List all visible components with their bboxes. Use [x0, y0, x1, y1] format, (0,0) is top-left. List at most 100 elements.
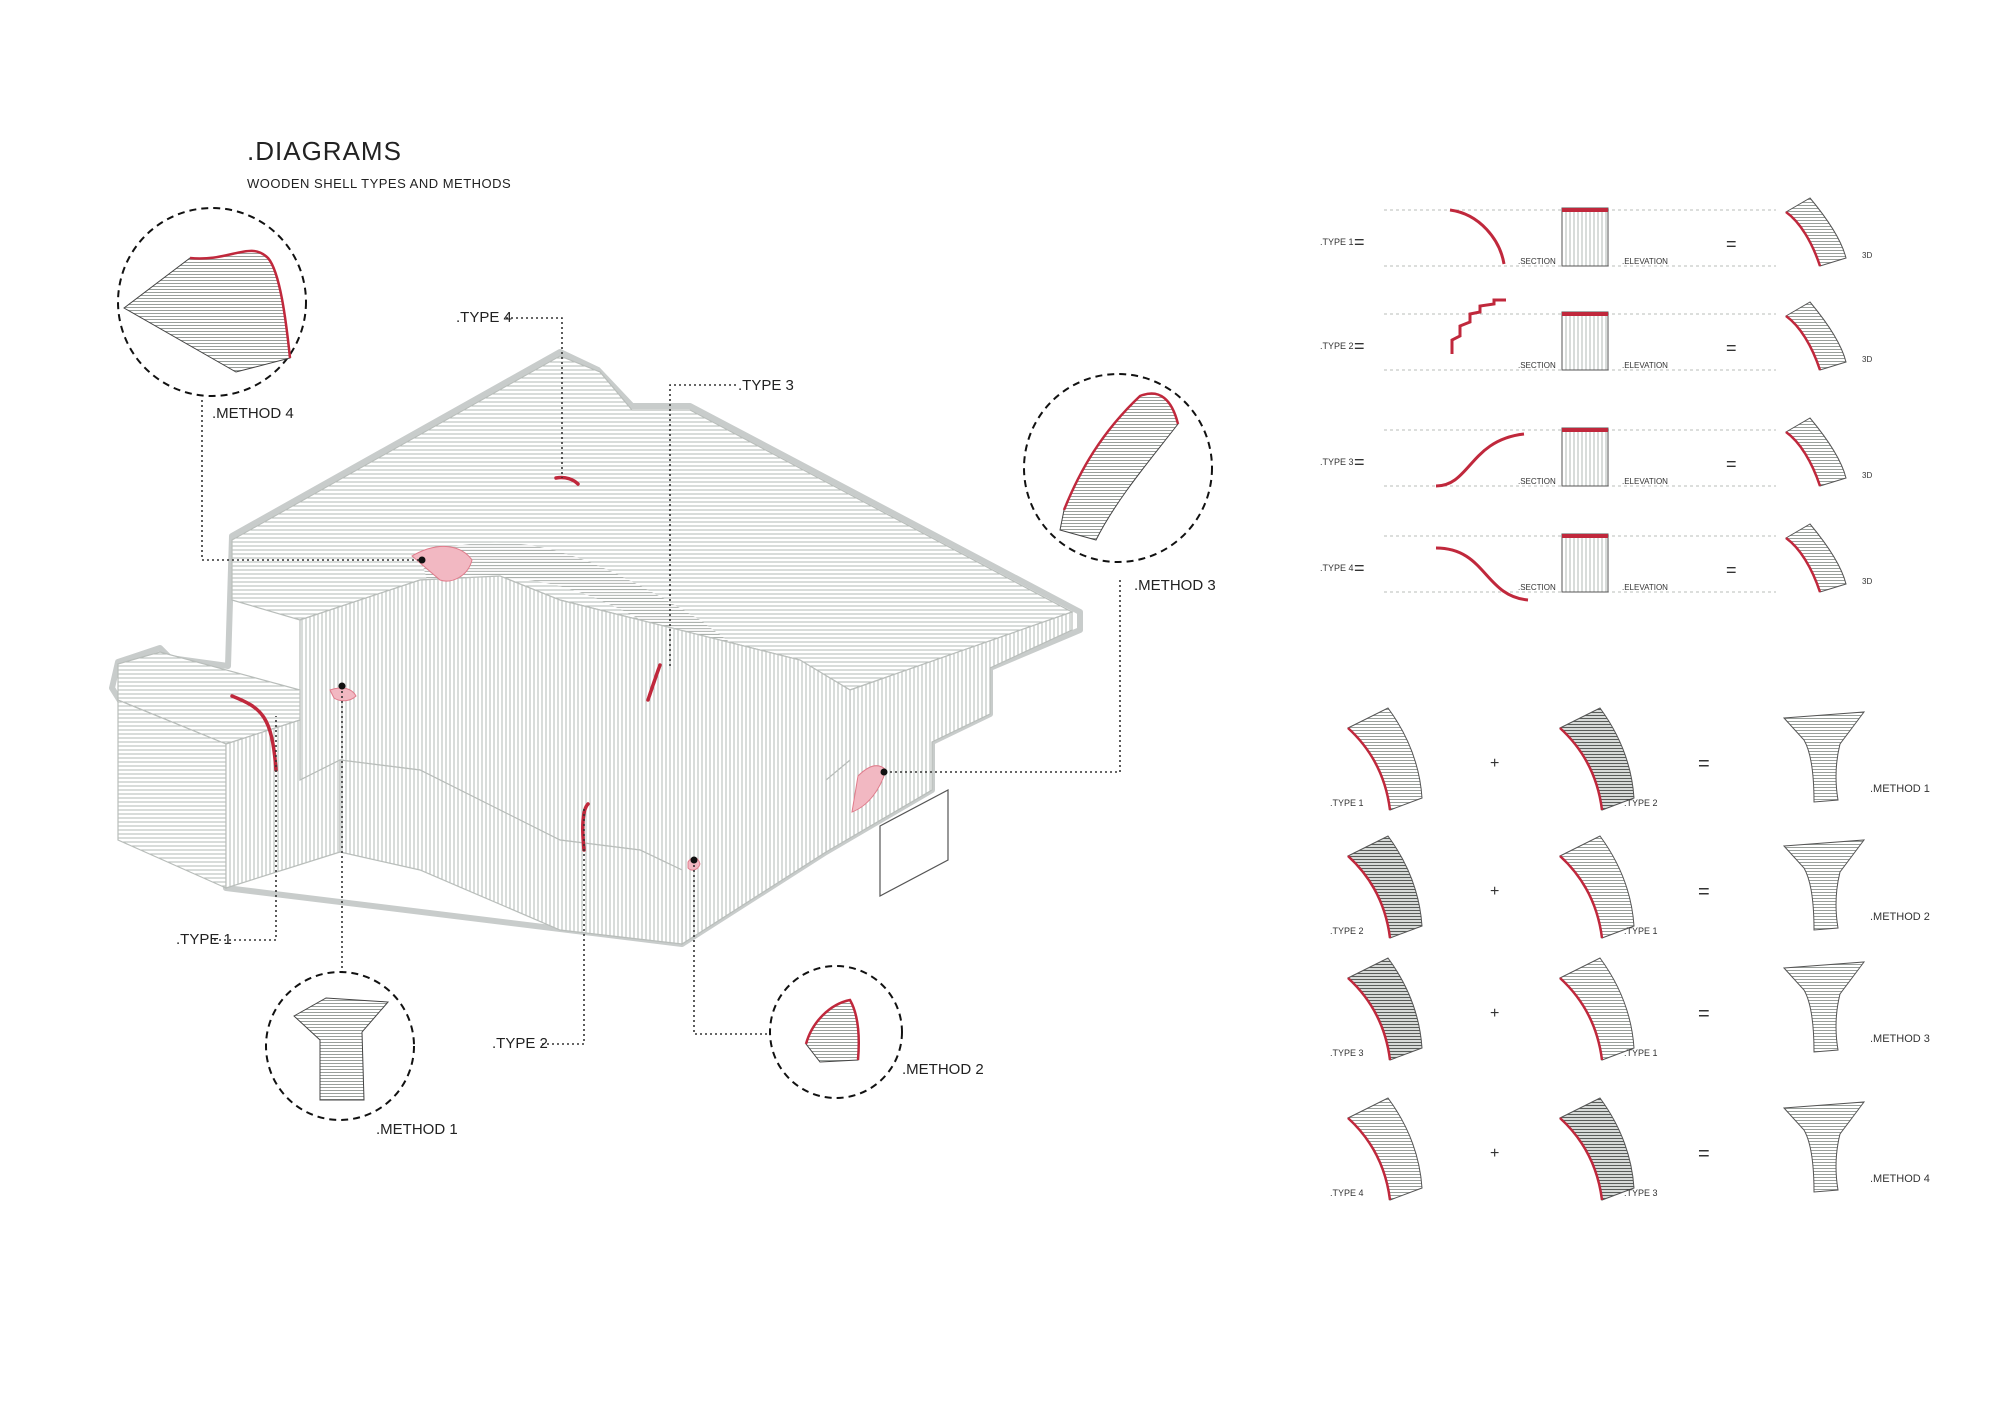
type-elevation-edge [1562, 428, 1608, 432]
method-input-shell [1559, 1097, 1635, 1201]
type-elevation-edge [1562, 312, 1608, 316]
type-3d-edge [1785, 314, 1822, 371]
method-input-b-label: .TYPE 3 [1624, 1188, 1658, 1198]
type-elevation-label: .ELEVATION [1622, 257, 1668, 266]
method-table: .TYPE 1+.TYPE 2=.METHOD 1.TYPE 2+.TYPE 1… [1330, 707, 1930, 1201]
method-result-label: .METHOD 2 [1870, 911, 1930, 923]
method-equals: = [1698, 1003, 1710, 1025]
type-elevation-block [1561, 427, 1609, 487]
method-result-shell [1782, 711, 1866, 803]
type-section-label: .SECTION [1518, 477, 1556, 486]
detail-method2 [769, 965, 903, 1099]
method-input-shell [1347, 835, 1423, 939]
method-input-edge [1559, 855, 1604, 939]
callout-leaders [201, 317, 1121, 1045]
type-row-equals-2: = [1726, 234, 1737, 254]
page-subtitle: WOODEN SHELL TYPES AND METHODS [247, 176, 512, 191]
type-elevation-block [1561, 311, 1609, 371]
method-input-edge [1559, 1117, 1604, 1201]
detail-method3 [1023, 373, 1213, 563]
method-input-a-label: .TYPE 1 [1330, 798, 1364, 808]
type-row-label: .TYPE 4 [1320, 563, 1354, 573]
method-plus: + [1490, 883, 1499, 900]
leader-method4 [201, 400, 422, 561]
method-result-shell [1782, 839, 1866, 931]
method-row-1: .TYPE 1 + .TYPE 2 = .METHOD 1 [1330, 707, 1930, 811]
method-plus: + [1490, 1005, 1499, 1022]
axonometric-model [109, 349, 1083, 947]
method-input-edge [1347, 727, 1392, 811]
window-opening [879, 789, 949, 897]
label-type1: .TYPE 1 [176, 931, 232, 948]
method-row-4: .TYPE 4+.TYPE 3=.METHOD 4 [1330, 1097, 1930, 1201]
type-3d-label: 3D [1862, 471, 1872, 480]
type-3d-edge [1785, 536, 1822, 593]
method-highlight-patches [329, 545, 887, 871]
type-row-3: .TYPE 3=.SECTION.ELEVATION=3D [1320, 417, 1872, 488]
leader-type2 [542, 806, 585, 1045]
type-row-label: .TYPE 3 [1320, 457, 1354, 467]
method-plus: + [1490, 1145, 1499, 1162]
type-section-curve [1449, 208, 1506, 265]
type-elevation-label: .ELEVATION [1622, 361, 1668, 370]
type-section-curve [1435, 432, 1525, 488]
method-result-label: .METHOD 1 [1870, 783, 1930, 795]
method-input-edge [1559, 727, 1604, 811]
label-method4: .METHOD 4 [212, 405, 294, 422]
method-input-shell [1347, 957, 1423, 1061]
type-section-curve [1450, 298, 1506, 354]
type-row-equals: = [1354, 452, 1365, 472]
type-3d-label: 3D [1862, 355, 1872, 364]
type-section-label: .SECTION [1518, 361, 1556, 370]
label-method2: .METHOD 2 [902, 1061, 984, 1078]
label-method1: .METHOD 1 [376, 1121, 458, 1138]
method-equals: = [1698, 753, 1710, 775]
method-input-shell [1559, 835, 1635, 939]
method-plus: + [1490, 755, 1499, 772]
type-row-1: .TYPE 1=.SECTION.ELEVATION=3D [1320, 197, 1872, 267]
callout-labels: .TYPE 4 .TYPE 3 .METHOD 4 .METHOD 3 .TYP… [176, 309, 1216, 1138]
method-input-edge [1347, 855, 1392, 939]
type-section-label: .SECTION [1518, 257, 1556, 266]
type-row-equals-2: = [1726, 560, 1737, 580]
type-row-label: .TYPE 2 [1320, 341, 1354, 351]
type-elevation-edge [1562, 534, 1608, 538]
method-equals: = [1698, 1143, 1710, 1165]
label-type3: .TYPE 3 [738, 377, 794, 394]
method-input-shell [1347, 1097, 1423, 1201]
page-title: .DIAGRAMS [247, 136, 402, 166]
method-input-shell [1559, 707, 1635, 811]
method-input-a-label: .TYPE 2 [1330, 926, 1364, 936]
leader-type3 [669, 384, 736, 668]
label-type4: .TYPE 4 [456, 309, 512, 326]
type-3d-label: 3D [1862, 577, 1872, 586]
method-input-edge [1347, 1117, 1392, 1201]
method-input-edge [1559, 977, 1604, 1061]
type-row-4: .TYPE 4=.SECTION.ELEVATION=3D [1320, 523, 1872, 602]
type-row-equals-2: = [1726, 338, 1737, 358]
leader-type1 [214, 716, 277, 941]
type-row-equals: = [1354, 558, 1365, 578]
method-input-b-label: .TYPE 2 [1624, 798, 1658, 808]
method-input-b-label: .TYPE 1 [1624, 926, 1658, 936]
leader-type4 [506, 317, 563, 478]
type-3d-label: 3D [1862, 251, 1872, 260]
type-elevation-edge [1562, 208, 1608, 212]
method-input-shell [1347, 707, 1423, 811]
method-equals: = [1698, 881, 1710, 903]
detail-method1 [265, 971, 415, 1121]
detail-method4 [117, 207, 307, 397]
lower-face [339, 759, 683, 945]
type-section-label: .SECTION [1518, 583, 1556, 592]
method-result-shell [1782, 961, 1866, 1053]
callout-dots [338, 556, 888, 864]
type-elevation-block [1561, 207, 1609, 267]
type-3d-edge [1785, 430, 1822, 487]
method-input-shell [1559, 957, 1635, 1061]
type-row-label: .TYPE 1 [1320, 237, 1354, 247]
method-result-shell [1782, 1101, 1866, 1193]
label-type2: .TYPE 2 [492, 1035, 548, 1052]
type-row-equals: = [1354, 232, 1365, 252]
method-input-b-label: .TYPE 1 [1624, 1048, 1658, 1058]
